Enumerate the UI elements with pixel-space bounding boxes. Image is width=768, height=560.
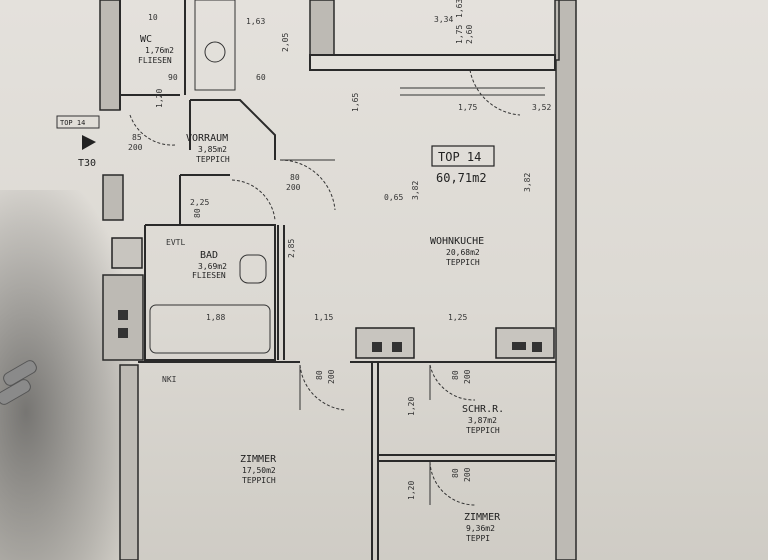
unit-title-box (431, 145, 495, 167)
chimney-left-vent2 (392, 342, 402, 352)
wall-vorraum (189, 99, 276, 160)
room-zimmer1-name: ZIMMER (240, 454, 277, 465)
dim-label: 1,25 (448, 313, 467, 322)
wall-window-top (309, 54, 556, 71)
room-wohnkuche-name: WOHNKUCHE (430, 236, 484, 247)
dim-label: 200 (463, 369, 472, 384)
wall-top-block-right (554, 0, 560, 61)
dim-label: 3,82 (411, 181, 420, 200)
dim-label: 0,65 (384, 193, 403, 202)
room-schrank-area: 3,87m2 (468, 416, 497, 425)
wall-top-block (309, 0, 335, 56)
door-swing-zimmer2 (429, 461, 476, 506)
dim-label: 1,75 (458, 103, 477, 112)
room-bad-area: 3,69m2 (198, 262, 227, 271)
room-wohnkuche-floor: TEPPICH (446, 258, 480, 267)
bathtub (149, 304, 271, 354)
entrance-arrow (82, 135, 96, 150)
dim-label: 90 (168, 73, 178, 82)
dim-label: 1,15 (314, 313, 333, 322)
room-zimmer2-floor: TEPPI (466, 534, 490, 543)
dim-label: 1,20 (407, 481, 416, 500)
room-wc-floor: FLIESEN (138, 56, 172, 65)
dim-label: 2,85 (287, 239, 296, 258)
room-vorraum-floor: TEPPICH (196, 155, 230, 164)
dim-label: EVTL (166, 238, 185, 247)
unit-title: TOP 14 (438, 150, 481, 164)
washbasin (239, 254, 267, 284)
room-zimmer2-name: ZIMMER (464, 512, 501, 523)
kitchen-counter (194, 0, 236, 91)
stove-ring (204, 41, 226, 63)
room-schrank-floor: TEPPICH (466, 426, 500, 435)
dim-label: 3,82 (523, 173, 532, 192)
wall-schrank-bottom (378, 454, 555, 462)
dim-label: 80 (315, 370, 324, 380)
wall-vorraum-left (102, 174, 124, 221)
dim-label: 3,34 (434, 15, 453, 24)
entrance-code: TOP 14 (60, 119, 85, 127)
room-bad-floor: FLIESEN (192, 271, 226, 280)
dim-label: NKI (162, 375, 177, 384)
wall-zimmer-divider (371, 362, 379, 560)
entrance-mark: T30 (78, 158, 96, 169)
room-zimmer1-area: 17,50m2 (242, 466, 276, 475)
dim-label: 85 (132, 133, 142, 142)
dim-label: 2,05 (281, 33, 290, 52)
dim-label: 1,63 (246, 17, 265, 26)
dim-label: 2,25 (190, 198, 209, 207)
room-wc-area: 1,76m2 (145, 46, 174, 55)
wall-left-upper (99, 0, 121, 111)
chimney-right-vent2 (532, 342, 542, 352)
wall-wc (119, 0, 186, 110)
dim-label: 200 (327, 369, 336, 384)
dim-label: 200 (128, 143, 143, 152)
dim-label: 1,65 (351, 93, 360, 112)
dim-label: 10 (148, 13, 158, 22)
chimney-left (355, 327, 415, 359)
dim-label: 80 (451, 370, 460, 380)
door-swing-zimmer1 (299, 364, 346, 411)
shaft-vent1 (118, 310, 128, 320)
dim-label: 1,88 (206, 313, 225, 322)
dim-label: 80 (193, 208, 202, 218)
dim-label: 1,20 (407, 397, 416, 416)
entrance-marker (56, 115, 100, 129)
door-swing-window (469, 69, 521, 116)
room-wohnkuche-area: 20,68m2 (446, 248, 480, 257)
door-swing-schrank (429, 364, 476, 401)
dim-label: 200 (286, 183, 301, 192)
chimney-bad (111, 237, 143, 269)
dim-label: 200 (463, 467, 472, 482)
dim-label: 2,60 (465, 25, 474, 44)
dim-label: 3,52 (532, 103, 551, 112)
room-vorraum-name: VORRAUM (186, 133, 228, 144)
chimney-left-vent1 (372, 342, 382, 352)
room-vorraum-area: 3,85m2 (198, 145, 227, 154)
wall-right (555, 0, 577, 560)
dim-label: 80 (290, 173, 300, 182)
wall-bad (144, 174, 276, 361)
wall-bad-left (102, 274, 144, 361)
door-swing-bad (231, 179, 276, 221)
room-zimmer1-floor: TEPPICH (242, 476, 276, 485)
door-swing-vorraum (129, 114, 176, 146)
dim-label: 1,75 (455, 25, 464, 44)
unit-area: 60,71m2 (436, 171, 487, 185)
chimney-right-vent1 (512, 342, 526, 350)
wall-bad-right (277, 225, 285, 360)
dim-label: 1,63 (455, 0, 464, 18)
dim-label: 1,20 (155, 89, 164, 108)
dim-label: 60 (256, 73, 266, 82)
shaft-vent2 (118, 328, 128, 338)
room-wc-name: WC (140, 34, 152, 45)
room-schrank-name: SCHR.R. (462, 404, 504, 415)
room-zimmer2-area: 9,36m2 (466, 524, 495, 533)
room-bad-name: BAD (200, 250, 218, 261)
dim-label: 80 (451, 468, 460, 478)
wall-left-lower (119, 364, 139, 560)
door-swing-wohnkuche (279, 159, 336, 211)
